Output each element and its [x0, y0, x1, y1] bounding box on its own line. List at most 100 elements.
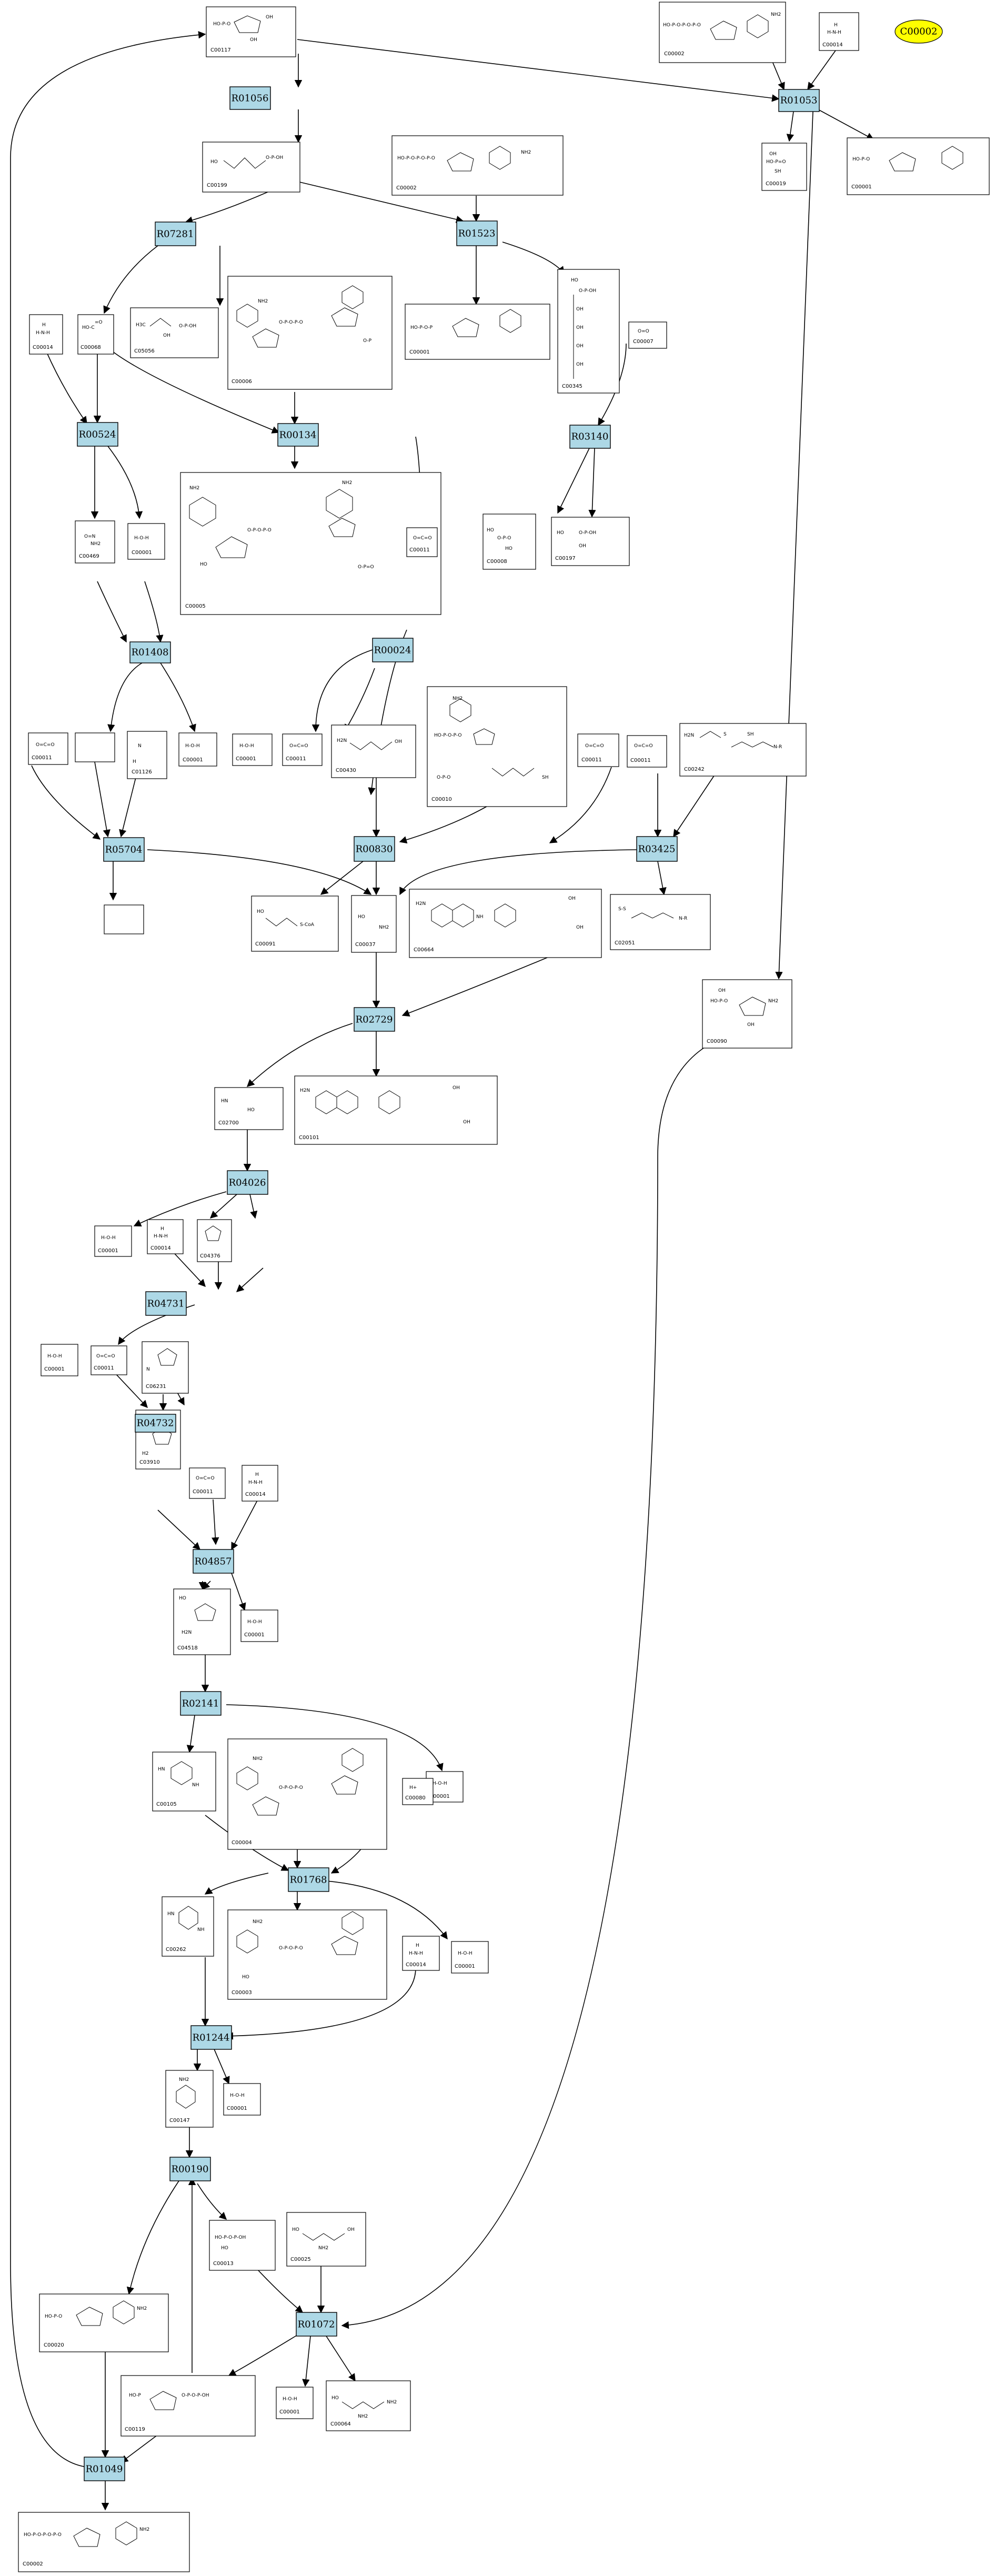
compound-c00197[interactable]: HO O-P-OH OH C00197 [551, 517, 630, 566]
compound-label: C00430 [336, 768, 356, 773]
compound-c00091[interactable]: HO S-CoA C00091 [251, 895, 339, 952]
compound-c00008[interactable]: HO O-P-O HO C00008 [483, 514, 536, 570]
compound-c00004[interactable]: NH2 O-P-O-P-O C00004 [227, 1738, 387, 1850]
compound-c00011-b[interactable]: O=C=O C00011 [28, 732, 68, 765]
compound-c00080[interactable]: H+ C00080 [402, 1778, 434, 1805]
compound-c00345[interactable]: HO O-P-OH OH OH OH OH C00345 [557, 269, 620, 394]
svg-text:HO: HO [200, 562, 207, 567]
compound-c04518[interactable]: HO H2N C04518 [173, 1588, 231, 1655]
reaction-r04731[interactable]: R04731 [145, 1291, 187, 1316]
compound-c00001-j[interactable]: H-O-H C00001 [240, 1609, 278, 1642]
compound-c00014-b[interactable]: H H-N-H C00014 [29, 314, 63, 355]
reaction-r01244[interactable]: R01244 [190, 2025, 232, 2050]
reaction-r07281[interactable]: R07281 [155, 222, 196, 246]
reaction-r01768[interactable]: R01768 [288, 1867, 329, 1892]
reaction-r00190[interactable]: R00190 [169, 2157, 211, 2181]
compound-c00119[interactable]: HO-P O-P-O-P-OH C00119 [120, 2375, 256, 2437]
reaction-r05704[interactable]: R05704 [103, 837, 145, 862]
compound-c00090[interactable]: OH HO-P-O NH2 OH C00090 [702, 979, 792, 1049]
compound-c04376[interactable]: C04376 [197, 1219, 232, 1262]
svg-text:R07281: R07281 [157, 229, 194, 240]
compound-c00011-d[interactable]: O=C=O C00011 [577, 733, 619, 767]
compound-c00002-bottom[interactable]: HO-P-O-P-O-P-O NH2 C00002 [18, 2512, 190, 2572]
compound-c00007[interactable]: O=O C00007 [628, 321, 667, 349]
compound-c00001-e[interactable]: H-O-H C00001 [127, 523, 165, 560]
compound-c00011-g[interactable]: O=C=O C00011 [189, 1467, 226, 1499]
compound-c00006[interactable]: NH2 O-P-O-P-O O-P C00006 [227, 276, 393, 390]
compound-c00011-a[interactable]: O=C=O C00011 [406, 527, 438, 557]
compound-c00014-d[interactable]: H H-N-H C00014 [242, 1465, 278, 1502]
compound-c00019[interactable]: OH HO-P=O SH C00019 [761, 143, 807, 191]
compound-c00003[interactable]: NH2 O-P-O-P-O HO C00003 [227, 1909, 387, 2000]
compound-c00664[interactable]: H2N NH OH OH C00664 [409, 889, 602, 958]
highlight-node[interactable]: C00002 [895, 19, 943, 44]
reaction-r03140[interactable]: R03140 [569, 425, 611, 449]
compound-label: C01126 [132, 769, 152, 775]
svg-text:HO-P-O: HO-P-O [213, 22, 230, 27]
compound-c00199[interactable]: HO O-P-OH C00199 [202, 142, 300, 193]
svg-text:NH: NH [192, 1783, 199, 1788]
compound-c00105[interactable]: HN NH C00105 [152, 1752, 216, 1812]
compound-c00013[interactable]: HO-P-O-P-OH HO C00013 [209, 2220, 276, 2271]
reaction-r00524[interactable]: R00524 [77, 422, 118, 447]
compound-c00001-f[interactable]: H-O-H C00001 [178, 732, 217, 767]
compound-c00037[interactable]: HO NH2 C00037 [351, 895, 397, 953]
compound-c00020[interactable]: HO-P-O NH2 C00020 [39, 2293, 169, 2352]
compound-c00001-h[interactable]: H-O-H C00001 [94, 1225, 132, 1257]
compound-empty-a[interactable] [75, 732, 115, 762]
reaction-r01523[interactable]: R01523 [456, 220, 498, 246]
reaction-r04857[interactable]: R04857 [193, 1549, 234, 1574]
reaction-r00830[interactable]: R00830 [354, 836, 395, 862]
compound-c00064[interactable]: HO NH2 NH2 C00064 [326, 2380, 411, 2431]
compound-c00014-top[interactable]: H H-N-H C00014 [819, 12, 859, 51]
compound-c00001-n[interactable]: H-O-H C00001 [223, 2083, 261, 2116]
compound-c02051[interactable]: S-S N-R C02051 [610, 894, 711, 950]
reaction-r02729[interactable]: R02729 [354, 1007, 395, 1032]
compound-label: C00001 [183, 757, 203, 763]
compound-c02700[interactable]: HN HO C02700 [214, 1087, 284, 1130]
compound-empty-b[interactable] [104, 904, 144, 934]
compound-c01126[interactable]: N H C01126 [127, 731, 167, 779]
reaction-r00134[interactable]: R00134 [277, 423, 319, 447]
compound-c00002-top[interactable]: HO-P-O-P-O-P-O NH2 C00002 [659, 2, 786, 63]
compound-c00011-f[interactable]: O=C=O C00011 [91, 1345, 127, 1375]
compound-c05056[interactable]: H3C OH O-P-OH C05056 [130, 307, 219, 358]
compound-c00242[interactable]: H2N S SH N-R C00242 [679, 723, 807, 777]
compound-c00147[interactable]: NH2 C00147 [165, 2070, 214, 2128]
compound-label: C00011 [581, 757, 602, 763]
compound-c00001-adp[interactable]: HO-P-O-P C00001 [405, 304, 550, 360]
reaction-r01408[interactable]: R01408 [129, 641, 171, 663]
reaction-r04026[interactable]: R04026 [227, 1170, 268, 1195]
compound-c00014-e[interactable]: H H-N-H C00014 [402, 1936, 440, 1971]
reaction-r03425[interactable]: R03425 [636, 836, 678, 862]
svg-text:H: H [255, 1472, 259, 1477]
compound-c00001-g[interactable]: H-O-H C00001 [232, 733, 273, 766]
svg-text:H: H [834, 23, 838, 28]
compound-c00001-l[interactable]: H-O-H C00001 [451, 1941, 489, 1974]
reaction-r01049[interactable]: R01049 [84, 2457, 125, 2481]
compound-c00002-mid[interactable]: HO-P-O-P-O-P-O NH2 C00002 [391, 135, 564, 196]
compound-c00005[interactable]: NH2 O-P-O-P-O NH2 O-P=O HO C00005 [180, 472, 441, 615]
compound-c00101[interactable]: H2N OH OH C00101 [294, 1075, 498, 1145]
reaction-r00024[interactable]: R00024 [372, 638, 414, 662]
compound-c00001-i[interactable]: H-O-H C00001 [41, 1344, 78, 1376]
svg-text:NH2: NH2 [387, 2400, 397, 2405]
reaction-r01072[interactable]: R01072 [296, 2312, 337, 2337]
compound-c00262[interactable]: HN NH C00262 [162, 1896, 214, 1957]
compound-c00010[interactable]: NH2 HO-P-O-P-O O-P-O SH C00010 [427, 686, 567, 807]
reaction-r01053[interactable]: R01053 [778, 89, 820, 112]
reaction-r02141[interactable]: R02141 [180, 1691, 222, 1716]
compound-c00430[interactable]: H2N OH C00430 [331, 724, 416, 778]
compound-c00025[interactable]: HO OH NH2 C00025 [286, 2212, 366, 2267]
compound-c00469[interactable]: O=N NH2 C00469 [75, 520, 115, 564]
compound-c06231[interactable]: N C06231 [142, 1341, 189, 1394]
reaction-r01056[interactable]: R01056 [229, 86, 271, 110]
compound-c00001-amp[interactable]: HO-P-O C00001 [847, 137, 990, 195]
compound-c00014-c[interactable]: H H-N-H C00014 [147, 1219, 184, 1254]
compound-c00011-c[interactable]: O=C=O C00011 [282, 733, 323, 766]
compound-c00011-e[interactable]: O=C=O C00011 [627, 735, 667, 768]
compound-c00068[interactable]: HO-C =O C00068 [77, 314, 114, 355]
compound-c00001-o[interactable]: H-O-H C00001 [276, 2387, 314, 2419]
reaction-r04732[interactable]: R04732 [135, 1414, 176, 1433]
compound-c00117-top[interactable]: HO-P-O OH OH C00117 [206, 6, 296, 57]
